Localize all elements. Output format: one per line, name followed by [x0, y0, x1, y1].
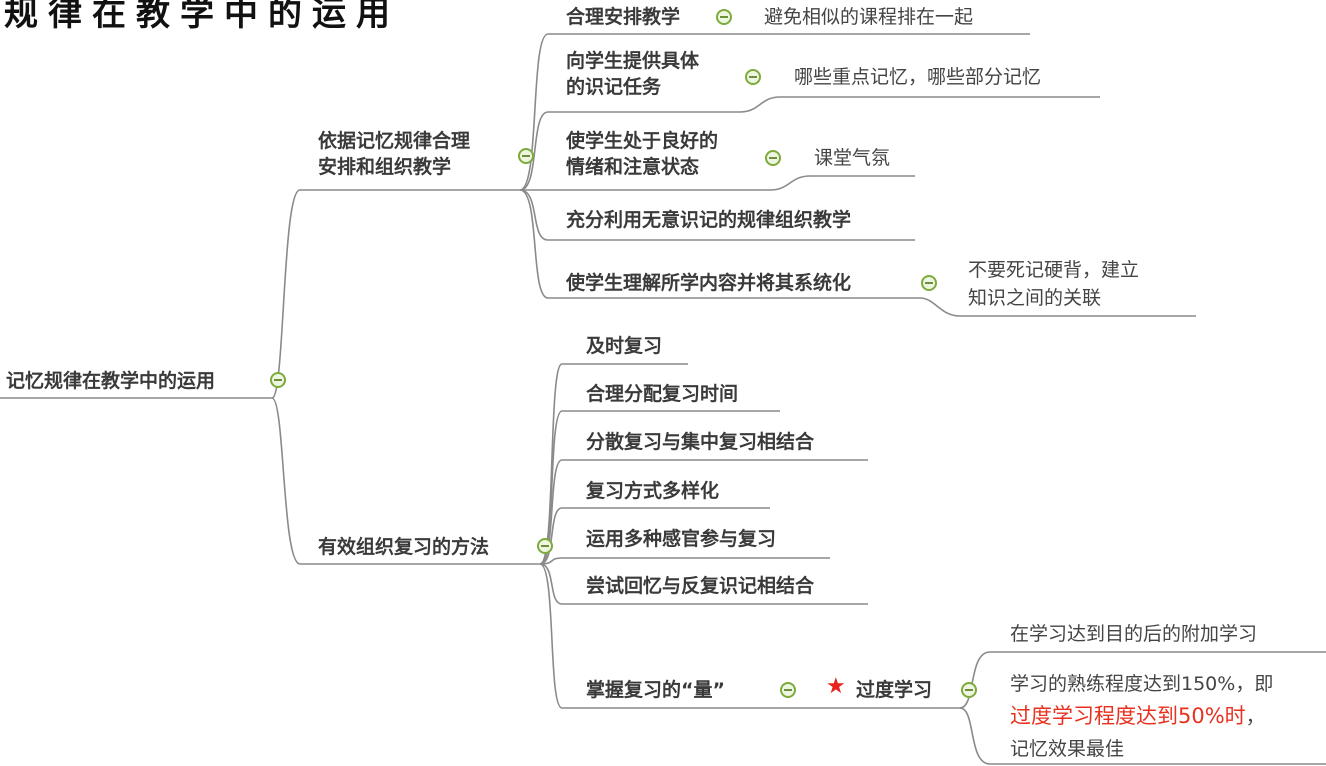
note-overlearning-definition: 在学习达到目的后的附加学习 — [1010, 623, 1258, 645]
topic-timely-review[interactable]: 及时复习 — [586, 335, 663, 357]
topic-spaced-and-massed[interactable]: 分散复习与集中复习相结合 — [586, 431, 815, 453]
collapse-toggle-icon[interactable] — [745, 69, 761, 85]
note-avoid-similar-courses: 避免相似的课程排在一起 — [764, 6, 974, 28]
topic-overlearning[interactable]: 过度学习 — [856, 679, 933, 701]
note-line3: 记忆效果最佳 — [1010, 738, 1125, 760]
topic-label-line1: 向学生提供具体 — [566, 50, 700, 72]
topic-good-mood[interactable]: 使学生处于良好的 情绪和注意状态 — [566, 128, 718, 180]
star-icon: ★ — [826, 674, 846, 699]
topic-multi-sensory[interactable]: 运用多种感官参与复习 — [586, 528, 777, 550]
note-line2: 过度学习程度达到50%时， — [1010, 700, 1273, 733]
collapse-toggle-icon[interactable] — [537, 538, 553, 554]
topic-distribute-review-time[interactable]: 合理分配复习时间 — [586, 383, 739, 405]
topic-systematize[interactable]: 使学生理解所学内容并将其系统化 — [566, 272, 852, 294]
branch-node-arrange-teaching[interactable]: 依据记忆规律合理 安排和组织教学 — [318, 128, 470, 180]
page-title: 规律在教学中的运用 — [4, 0, 400, 34]
collapse-toggle-icon[interactable] — [716, 9, 732, 25]
collapse-toggle-icon[interactable] — [518, 148, 534, 164]
collapse-toggle-icon[interactable] — [780, 682, 796, 698]
note-class-atmosphere: 课堂气氛 — [814, 147, 891, 169]
collapse-toggle-icon[interactable] — [765, 150, 781, 166]
comma: ， — [1245, 706, 1265, 728]
topic-label-line2: 情绪和注意状态 — [566, 156, 700, 178]
topic-label-line1: 使学生处于良好的 — [566, 130, 719, 152]
branch-node-review-methods[interactable]: 有效组织复习的方法 — [318, 536, 490, 558]
topic-recall-and-repeat[interactable]: 尝试回忆与反复识记相结合 — [586, 575, 815, 597]
root-node[interactable]: 记忆规律在教学中的运用 — [6, 370, 216, 392]
note-overlearning-effect: 学习的熟练程度达到150%，即 过度学习程度达到50%时， 记忆效果最佳 — [1010, 668, 1273, 765]
topic-memory-tasks[interactable]: 向学生提供具体 的识记任务 — [566, 48, 699, 100]
note-line2: 知识之间的关联 — [968, 287, 1102, 309]
topic-review-amount[interactable]: 掌握复习的“量” — [586, 679, 725, 701]
topic-arrange-teaching[interactable]: 合理安排教学 — [566, 6, 681, 28]
collapse-toggle-icon[interactable] — [921, 275, 937, 291]
highlighted-text: 过度学习程度达到50%时 — [1010, 704, 1246, 728]
note-build-connections: 不要死记硬背，建立 知识之间的关联 — [968, 256, 1139, 312]
collapse-toggle-icon[interactable] — [270, 372, 286, 388]
branch-label-line2: 安排和组织教学 — [318, 156, 452, 178]
topic-unintentional-memory[interactable]: 充分利用无意识记的规律组织教学 — [566, 209, 852, 231]
topic-diverse-methods[interactable]: 复习方式多样化 — [586, 480, 720, 502]
note-key-memory: 哪些重点记忆，哪些部分记忆 — [794, 66, 1042, 88]
topic-label-line2: 的识记任务 — [566, 76, 662, 98]
note-line1: 不要死记硬背，建立 — [968, 259, 1140, 281]
branch-label-line1: 依据记忆规律合理 — [318, 130, 471, 152]
collapse-toggle-icon[interactable] — [961, 682, 977, 698]
note-line1: 学习的熟练程度达到150%，即 — [1010, 673, 1274, 695]
